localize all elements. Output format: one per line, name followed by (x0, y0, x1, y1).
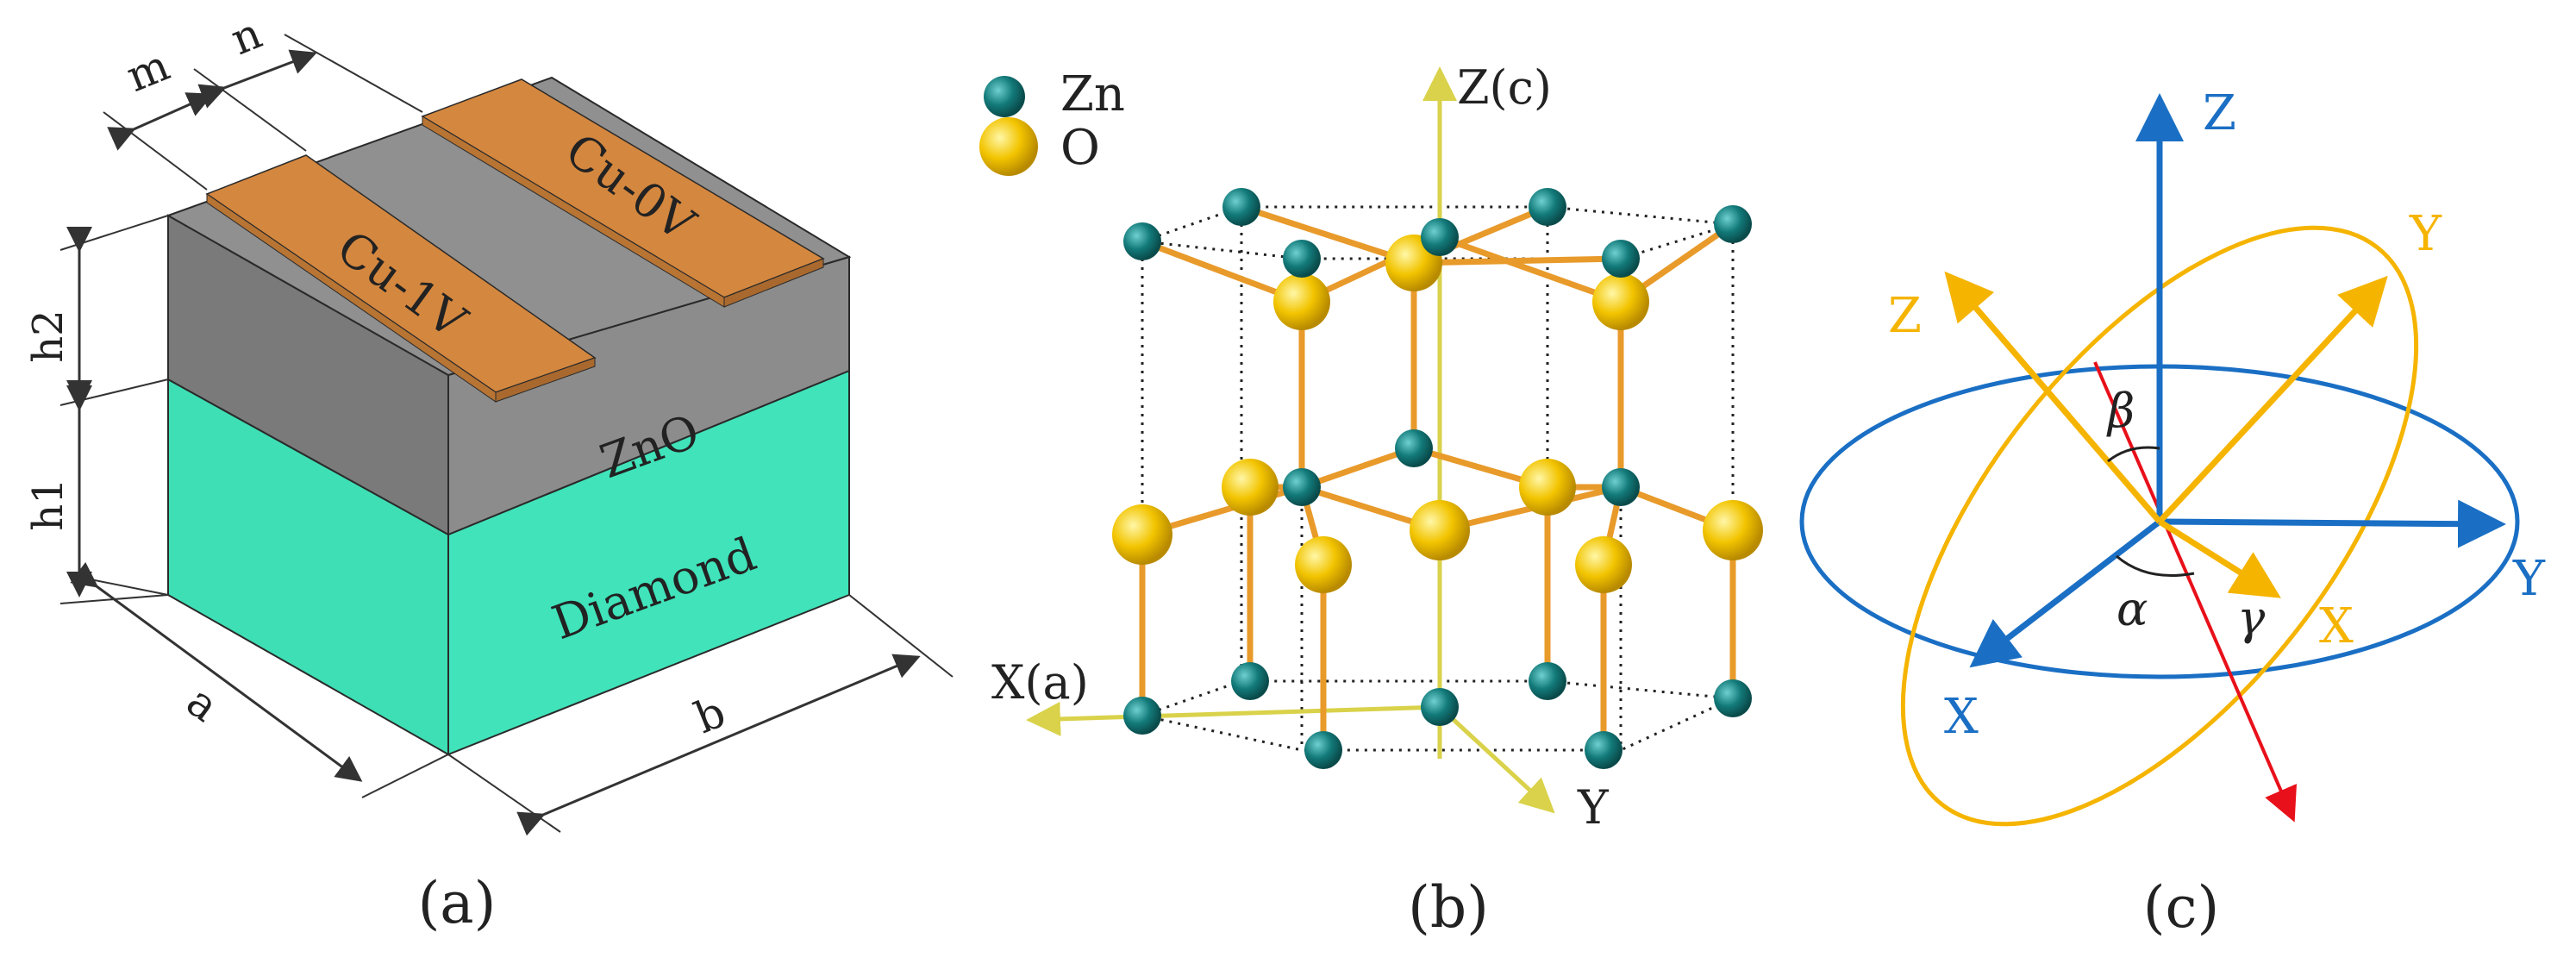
zn-atom (1231, 662, 1269, 700)
dim-a-ext-1 (81, 577, 169, 596)
label-angle-alpha: α (2116, 582, 2148, 636)
zn-atoms (1123, 188, 1752, 769)
electrode-cu-1v-front (206, 193, 497, 403)
electrode-cu-0v-front (422, 116, 725, 308)
o-atom (1295, 536, 1352, 593)
dim-a-ext-2 (361, 754, 449, 798)
red-reference-line (2093, 361, 2298, 823)
label-dim-b: b (688, 686, 732, 743)
o-atom (1112, 504, 1172, 565)
panel-a: Cu-1V Cu-0V ZnO Diamond m n h2 h1 a b (a… (24, 8, 953, 936)
panel-c: Z Y X Z Y X β α γ (c) (1799, 85, 2546, 941)
dim-m-ext-1 (103, 111, 208, 191)
orange-axis-x (2158, 519, 2281, 598)
zn-atom (1602, 468, 1640, 506)
legend-o-swatch (979, 117, 1038, 176)
label-axis-z: Z(c) (1457, 60, 1552, 115)
label-orange-x: X (2319, 598, 2354, 654)
axis-y (1438, 705, 1555, 814)
zn-atom (1602, 240, 1640, 278)
caption-a: (a) (418, 870, 497, 936)
legend-zn-label: Zn (1060, 66, 1125, 122)
label-dim-n: n (224, 8, 269, 65)
zn-atom (1585, 731, 1623, 769)
angle-arc-beta (2107, 446, 2160, 463)
dim-n-arrow (197, 49, 317, 109)
label-blue-z: Z (2203, 85, 2236, 141)
label-axis-y: Y (1577, 780, 1610, 835)
o-atom (1410, 500, 1470, 560)
zn-atom (1283, 468, 1321, 506)
zn-atom (1304, 731, 1342, 769)
label-dim-m: m (120, 40, 177, 102)
o-atom (1519, 459, 1576, 516)
label-angle-beta: β (2106, 384, 2135, 438)
zn-atom (1421, 218, 1459, 256)
dim-a-arrow (70, 561, 363, 782)
label-dim-h1: h1 (24, 478, 72, 530)
zn-atom (1222, 188, 1260, 226)
dim-h-ext-top (59, 215, 169, 251)
dim-b-arrow (516, 654, 921, 836)
zn-atom (1421, 688, 1459, 726)
dim-b-ext-1 (447, 754, 561, 833)
caption-c: (c) (2143, 874, 2219, 941)
panel-b: Zn O Z(c) X(a) Y (979, 60, 1763, 941)
dim-m-arrow (107, 92, 214, 151)
zn-atom (1529, 188, 1566, 226)
zn-atom (1123, 697, 1161, 735)
label-orange-y: Y (2409, 206, 2442, 262)
dim-b-ext-2 (848, 594, 953, 678)
axis-x (1026, 701, 1441, 736)
orange-axis-y (2157, 275, 2388, 524)
label-blue-x: X (1944, 689, 1979, 745)
orange-plane-ellipse (1900, 225, 2419, 827)
zn-atom (1283, 240, 1321, 278)
o-atom (1575, 536, 1632, 593)
label-orange-z: Z (1888, 288, 1922, 344)
zn-atom (1714, 679, 1752, 717)
zn-atom (1395, 429, 1433, 467)
dim-m-ext-2 (193, 68, 307, 152)
o-atom (1222, 459, 1279, 516)
zn-atom (1529, 662, 1566, 700)
label-axis-x: X(a) (991, 655, 1089, 710)
blue-axis-y (2159, 499, 2506, 548)
label-angle-gamma: γ (2237, 591, 2266, 645)
orange-axis-z (1944, 271, 2162, 524)
zn-atom (1714, 205, 1752, 243)
legend-zn-swatch (984, 76, 1025, 117)
label-blue-y: Y (2512, 551, 2546, 607)
blue-axis-x (1969, 519, 2162, 668)
dim-h-ext-mid (59, 379, 169, 406)
zn-atom (1123, 222, 1161, 260)
legend-o-label: O (1060, 120, 1100, 176)
angle-arc-alpha (2116, 554, 2195, 577)
dim-n-ext-3 (284, 34, 423, 113)
o-atom (1703, 500, 1763, 560)
o-atom (1592, 273, 1649, 330)
caption-b: (b) (1408, 874, 1489, 941)
label-dim-h2: h2 (24, 310, 72, 362)
label-dim-a: a (178, 676, 228, 731)
o-atoms (1112, 235, 1763, 593)
o-atom (1273, 273, 1330, 330)
